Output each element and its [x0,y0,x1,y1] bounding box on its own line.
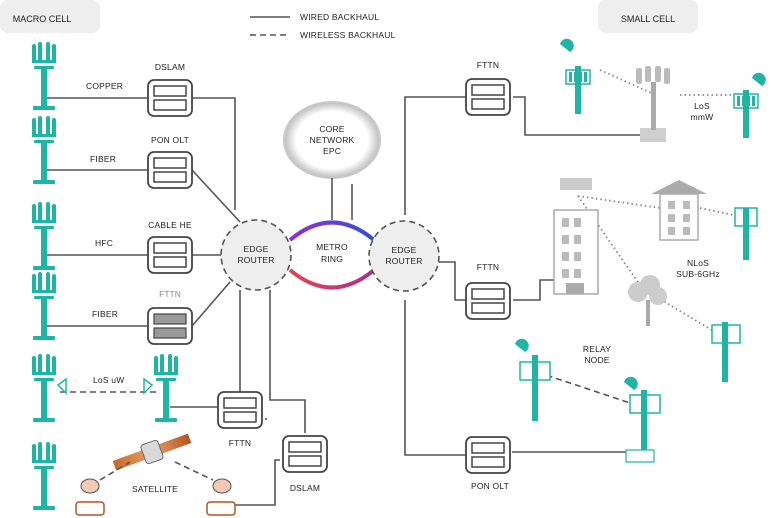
label-los: LoS [694,101,710,111]
dslam-device-icon [147,79,193,117]
edge-router-right: EDGE ROUTER [368,220,440,292]
fttn-device-icon [147,307,193,345]
small-cell-header: SMALL CELL [621,14,675,24]
legend-wired-label: WIRED BACKHAUL [300,12,379,22]
device-label-pon-olt: PON OLT [151,135,189,145]
label-nlos: NLoS [687,258,709,268]
device-label-fttn: FTTN [159,289,181,299]
link-label-hfc: HFC [95,238,113,248]
legend-wireless-label: WIRELESS BACKHAUL [300,30,396,40]
label-sub6ghz: SUB-6GHz [676,269,720,279]
small-cell-icon-1 [560,38,591,114]
core-network: CORE NETWORK EPC [283,101,381,179]
edge-right-line1: EDGE [392,245,417,255]
fttn-top-device-icon [465,78,511,116]
device-label-pon-olt-small: PON OLT [471,481,509,491]
satellite-link-right [174,461,214,481]
macro-tower-icon-1 [32,42,56,110]
cable-he-device-icon [147,236,193,274]
link-label-los-uw: LoS uW [93,375,124,385]
edge-router-left: EDGE ROUTER [220,219,292,291]
left-wired-links [44,97,306,506]
core-line2: NETWORK [310,135,355,145]
small-cell-icon-4 [711,322,741,382]
core-line3: EPC [323,146,341,156]
relay-small-cell-icon-1 [515,338,551,421]
small-cell-icon-3 [734,207,758,260]
legend: WIRED BACKHAUL WIRELESS BACKHAUL [250,12,396,40]
office-building-icon [553,178,599,295]
house-icon [651,180,707,241]
macro-tower-icon-5 [32,354,56,422]
macro-tower-icon-2 [32,116,56,184]
right-wired-links [351,96,642,456]
core-line1: CORE [319,124,344,134]
macro-cell-header-bg [0,0,100,33]
link-label-copper: COPPER [86,81,123,91]
metro-ring: METRO RING [288,220,376,290]
link-label-fiber-1: FIBER [90,154,116,164]
pon-olt-device-icon [147,151,193,189]
edge-left-line2: ROUTER [237,255,274,265]
macro-tower-icon-4 [32,272,56,340]
tree-icon [628,275,667,326]
macro-tower-icon-6 [154,354,178,422]
satellite-dish-icon-right [206,478,236,516]
pon-olt-small-device-icon [465,436,511,474]
small-cell-icon-2 [733,72,766,138]
device-label-fttn-bottom: FTTN [229,438,252,448]
satellite-icon [112,433,192,471]
device-label-dslam-bottom: DSLAM [290,483,320,493]
macro-cell-header: MACRO CELL [13,14,72,24]
device-label-fttn-top: FTTN [477,60,500,70]
metro-line2: RING [321,254,343,264]
dslam-bottom-device-icon [282,435,328,473]
satellite-link-left [99,461,131,481]
grey-macro-tower-icon [636,66,670,142]
microwave-dish-icon [56,377,67,395]
edge-left-line1: EDGE [244,244,269,254]
edge-right-line2: ROUTER [385,256,422,266]
device-label-dslam: DSLAM [155,62,185,72]
link-label-satellite: SATELLITE [132,484,178,494]
label-relay: RELAY [583,344,611,354]
device-label-fttn-mid: FTTN [477,262,500,272]
fttn-mid-device-icon [465,282,511,320]
device-label-cable-he: CABLE HE [148,220,192,230]
macro-tower-icon-7 [32,442,56,510]
satellite-dish-icon-left [75,478,105,516]
fttn-bottom-device-icon [217,391,263,429]
relay-small-cell-icon-2 [624,376,661,463]
label-node: NODE [584,355,609,365]
link-label-fiber-2: FIBER [92,309,118,319]
microwave-dish-icon [143,377,154,395]
metro-line1: METRO [316,242,348,252]
small-cell-header-bg [598,0,698,33]
macro-tower-icon-3 [32,202,56,270]
label-mmw: mmW [691,112,714,122]
